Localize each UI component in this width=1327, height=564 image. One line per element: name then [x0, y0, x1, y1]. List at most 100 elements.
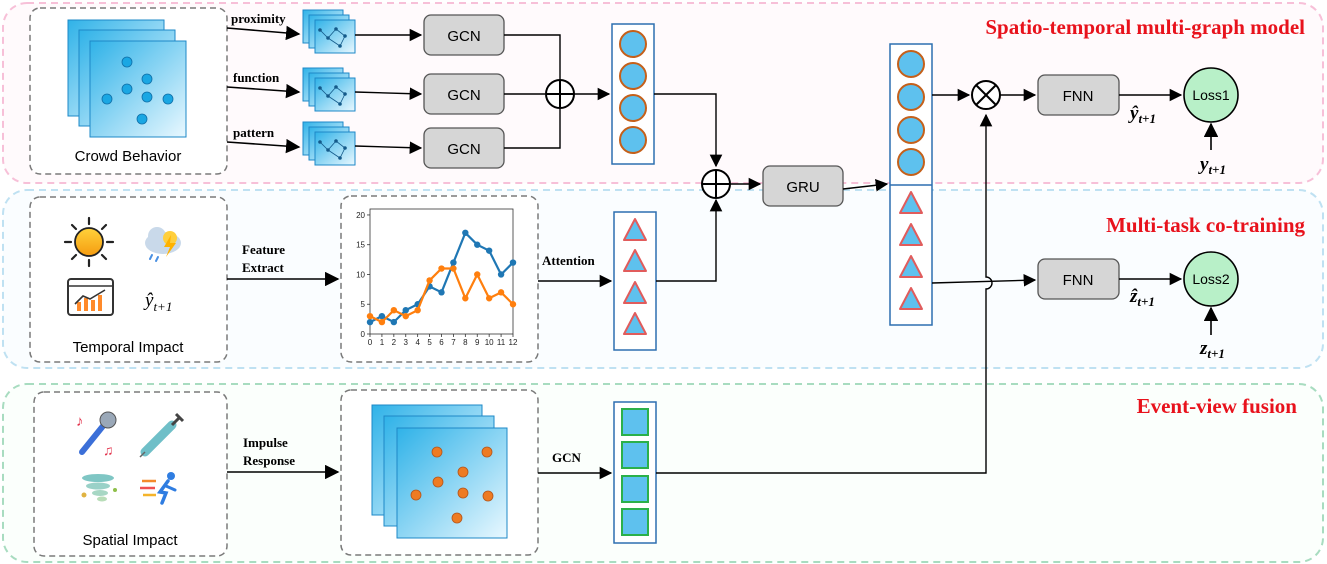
series-2-point: [509, 301, 517, 308]
x-tick-label: 6: [439, 338, 444, 347]
loss1-node: Loss1: [1183, 67, 1239, 123]
gcn-function-label: GCN: [447, 87, 480, 104]
feature-fusion-oplus-icon: [701, 169, 731, 199]
gru-box: GRU: [762, 165, 844, 207]
temporal-impact-box: [29, 196, 228, 363]
graph-sum-oplus-icon: [545, 79, 575, 109]
gcn-event-label: GCN: [552, 450, 582, 465]
graph-stack-function-icon: [302, 67, 356, 112]
series-2-point: [474, 271, 481, 278]
graph-stack-proximity-icon: [302, 9, 356, 54]
series-1-point: [485, 247, 493, 254]
sun-icon: [63, 216, 115, 268]
series-2-point: [402, 312, 409, 320]
x-tick-label: 1: [380, 338, 385, 347]
line-gcn-proximity-sum: [504, 34, 561, 80]
series-2-point: [450, 265, 457, 272]
feature-extract-label-1: Feature: [242, 242, 285, 257]
y-tick-label: 10: [356, 270, 365, 279]
graph-stack-pattern-icon: [302, 121, 356, 166]
event-embedding-square-stack: [613, 401, 657, 544]
fnn-1-label: FNN: [1063, 88, 1094, 105]
series-1-point: [438, 289, 445, 296]
graph-label-pattern: pattern: [233, 125, 275, 140]
arrow-gru-hiddenstack: [842, 179, 889, 192]
gcn-function-box: GCN: [423, 73, 505, 115]
arrow-event-otimes: [656, 113, 993, 474]
arrow-crowd-pattern: [226, 138, 301, 154]
y-tick-label: 15: [356, 241, 365, 250]
spatial-impact-label: Spatial Impact: [82, 532, 178, 549]
stock-chart-icon: [67, 278, 114, 316]
arrow-crowd-function: [226, 83, 301, 99]
yhat-prediction-label: ŷt+1: [1128, 103, 1156, 126]
series-1-point: [366, 318, 374, 326]
series-2-point: [390, 306, 398, 314]
series-2-point: [426, 277, 433, 284]
gcn-pattern-box: GCN: [423, 127, 505, 169]
series-2-point: [462, 295, 469, 302]
series-2-point: [366, 312, 374, 320]
loss2-label: Loss2: [1192, 271, 1230, 287]
svg-text:♪: ♪: [76, 413, 84, 430]
gcn-proximity-label: GCN: [447, 28, 480, 45]
section-title-spatio-temporal: Spatio-temporal multi-graph model: [985, 15, 1305, 39]
zhat-prediction-label: ẑt+1: [1129, 286, 1155, 309]
y-tick-label: 0: [361, 330, 366, 339]
series-1-point: [462, 229, 469, 237]
x-tick-label: 0: [368, 338, 373, 347]
temporal-embedding-triangle-stack: [613, 211, 657, 351]
section-title-multi-task: Multi-task co-training: [1106, 213, 1305, 237]
y-tick-label: 5: [361, 300, 366, 309]
loss2-node: Loss2: [1183, 251, 1239, 307]
spatial-impact-box: [33, 391, 228, 557]
gcn-pattern-label: GCN: [447, 141, 480, 158]
series-1-point: [509, 259, 517, 266]
svg-text:♫: ♫: [103, 442, 114, 458]
impulse-response-label-2: Response: [243, 453, 295, 468]
running-person-icon: [140, 472, 177, 505]
attention-label: Attention: [542, 253, 595, 268]
z-truth-label: zt+1: [1199, 338, 1225, 361]
multiply-otimes-icon: [971, 80, 1001, 110]
y-truth-label: yt+1: [1198, 154, 1226, 177]
loss1-label: Loss1: [1192, 87, 1230, 103]
music-microphone-icon: ♪ ♫: [76, 411, 117, 458]
crowd-map-stack-icon: [67, 19, 187, 138]
series-2-point: [485, 295, 493, 302]
series-1-point: [497, 271, 505, 278]
section-title-event-view: Event-view fusion: [1137, 394, 1298, 418]
fnn-1-box: FNN: [1037, 74, 1120, 116]
feature-extract-label-2: Extract: [242, 260, 285, 275]
event-map-stack-icon: [371, 404, 508, 539]
crowd-behavior-label: Crowd Behavior: [75, 148, 182, 165]
series-1-point: [378, 312, 386, 320]
series-2-point: [414, 306, 421, 314]
hidden-state-stack: [889, 43, 933, 326]
x-tick-label: 10: [485, 338, 494, 347]
arrow-circlestack-fusion: [654, 93, 723, 168]
line-gcn-pattern-sum: [504, 108, 561, 149]
thunderstorm-icon: [145, 227, 181, 262]
x-tick-label: 7: [451, 338, 456, 347]
x-tick-label: 5: [427, 338, 432, 347]
temporal-impact-label: Temporal Impact: [73, 339, 185, 356]
arrow-hidden-fnn2: [931, 274, 1037, 287]
x-tick-label: 3: [404, 338, 409, 347]
arrow-function-gcn: [354, 87, 423, 100]
graph-embedding-circle-stack: [611, 23, 655, 165]
x-tick-label: 9: [475, 338, 480, 347]
temporal-yhat-math: ŷt+1: [143, 290, 172, 314]
y-tick-label: 20: [356, 211, 365, 220]
x-tick-label: 12: [509, 338, 518, 347]
series-1-point: [474, 241, 481, 248]
x-tick-label: 2: [392, 338, 397, 347]
series-1-point: [390, 318, 398, 326]
series-1-point: [450, 259, 457, 266]
impulse-response-label-1: Impulse: [243, 435, 288, 450]
series-2-point: [438, 265, 445, 272]
gru-label: GRU: [786, 179, 819, 196]
